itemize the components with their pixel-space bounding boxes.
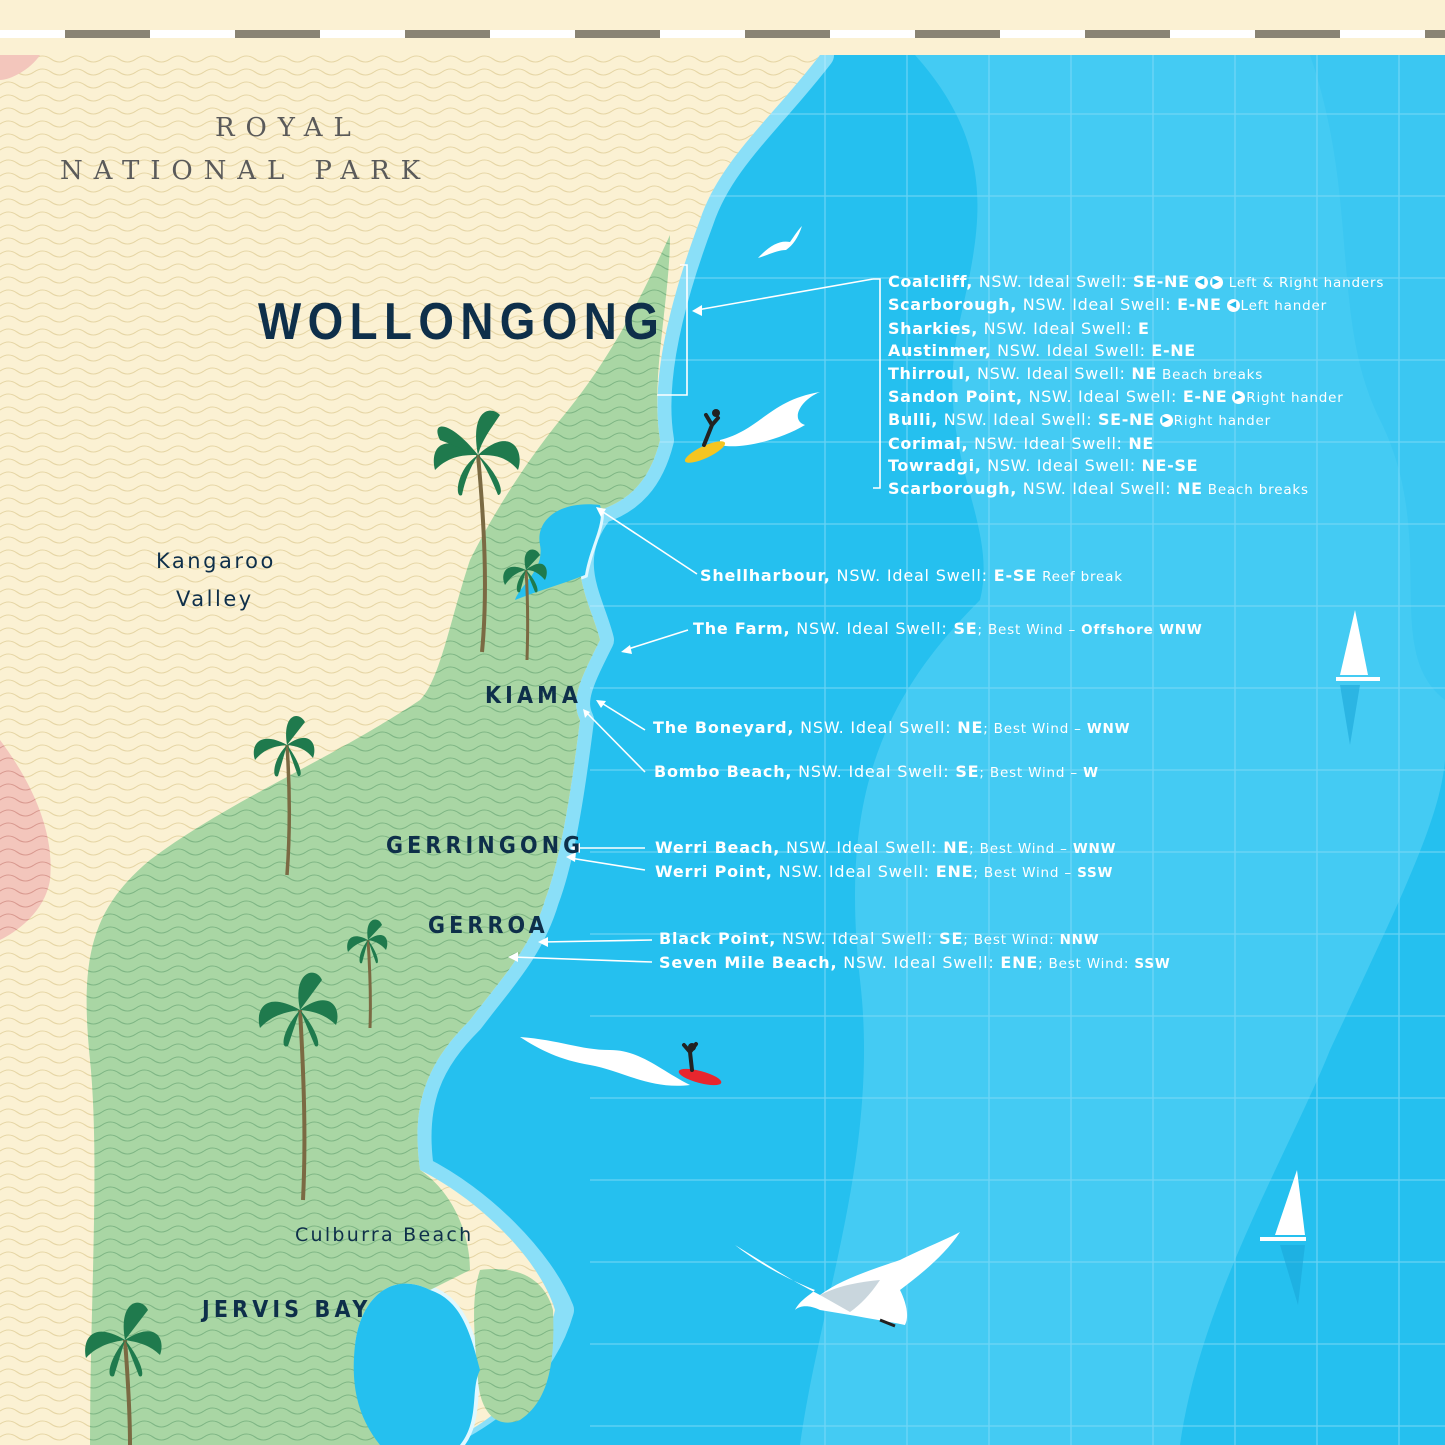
spot-note: Beach breaks xyxy=(1156,366,1264,383)
seagull-icon xyxy=(758,226,802,258)
spot-swell: E-NE xyxy=(1151,341,1196,361)
spot-swell: NE xyxy=(1131,363,1157,383)
spot-name: Sharkies, xyxy=(888,318,978,338)
spot-swell: NE-SE xyxy=(1141,456,1199,476)
pointer-arrowheads xyxy=(508,305,702,962)
spot-black-point: Black Point, NSW. Ideal Swell: SE; Best … xyxy=(659,929,1100,948)
surfer-icon xyxy=(520,1037,722,1086)
pointer-lines xyxy=(511,264,881,963)
sailboat-icon xyxy=(1260,1170,1306,1305)
spot-row: Austinmer, NSW. Ideal Swell: E-NE xyxy=(888,340,1384,362)
spot-note: Left hander xyxy=(1240,298,1327,315)
spot-swell: E-NE xyxy=(1182,387,1228,407)
spot-swell: E xyxy=(1138,318,1150,338)
spot-swell: SE-NE xyxy=(1133,272,1190,291)
spot-name: Corimal, xyxy=(888,433,969,453)
spot-swell: NE xyxy=(1128,433,1154,453)
top-border xyxy=(0,0,1445,55)
left-right-arrow-icons: ◀▶ xyxy=(1194,272,1224,291)
spot-row: Towradgi, NSW. Ideal Swell: NE-SE xyxy=(888,455,1384,477)
spot-detail: NSW. Ideal Swell: xyxy=(991,341,1152,361)
spot-note: Right hander xyxy=(1246,390,1344,407)
spot-row: Thirroul, NSW. Ideal Swell: NE Beach bre… xyxy=(888,363,1384,386)
spot-the-farm: The Farm, NSW. Ideal Swell: SE; Best Win… xyxy=(693,619,1203,638)
spot-shellharbour: Shellharbour, NSW. Ideal Swell: E-SE Ree… xyxy=(700,566,1123,585)
spot-bombo-beach: Bombo Beach, NSW. Ideal Swell: SE; Best … xyxy=(654,762,1099,781)
spot-row: Scarborough, NSW. Ideal Swell: NE Beach … xyxy=(888,478,1384,501)
pink-zone-top xyxy=(0,55,40,80)
spot-detail: NSW. Ideal Swell: xyxy=(977,318,1138,338)
spot-detail: NSW. Ideal Swell: xyxy=(971,363,1132,383)
kiama-label: KIAMA xyxy=(485,683,583,709)
national-park-label: NATIONAL PARK xyxy=(60,156,431,186)
culburra-label: Culburra Beach xyxy=(295,1224,474,1246)
palm-tree-icon xyxy=(433,410,520,653)
spot-note: Right hander xyxy=(1173,413,1272,430)
spot-swell: E-NE xyxy=(1177,295,1222,315)
spot-swell: SE-NE xyxy=(1098,410,1155,430)
sailboat-icon xyxy=(1336,610,1380,745)
spot-detail: NSW. Ideal Swell: xyxy=(981,456,1142,476)
right-arrow-icon: ▶ xyxy=(1159,410,1174,429)
palm-tree-icon xyxy=(347,919,388,1029)
spot-detail: NSW. Ideal Swell: xyxy=(937,410,1099,430)
spot-row: Coalcliff, NSW. Ideal Swell: SE-NE◀▶ Lef… xyxy=(888,271,1384,294)
royal-label: ROYAL xyxy=(215,113,362,143)
palm-tree-icon xyxy=(258,972,338,1201)
spot-row: Scarborough, NSW. Ideal Swell: E-NE◀Left… xyxy=(888,294,1384,317)
spot-detail: NSW. Ideal Swell: xyxy=(968,433,1129,453)
valley-label: Valley xyxy=(176,587,254,611)
spot-name: Sandon Point, xyxy=(888,387,1023,407)
spot-detail: NSW. Ideal Swell: xyxy=(973,272,1134,291)
spot-row: Sandon Point, NSW. Ideal Swell: E-NE▶Rig… xyxy=(888,386,1384,409)
gerroa-label: GERROA xyxy=(428,913,549,939)
spot-werri-point: Werri Point, NSW. Ideal Swell: ENE; Best… xyxy=(655,862,1114,881)
kangaroo-label: Kangaroo xyxy=(156,549,276,573)
palm-tree-icon xyxy=(85,1302,162,1445)
spot-row: Bulli, NSW. Ideal Swell: SE-NE▶Right han… xyxy=(888,409,1384,432)
seagull-icon xyxy=(735,1232,960,1328)
gerringong-label: GERRINGONG xyxy=(386,833,585,859)
palm-tree-icon xyxy=(253,715,315,876)
spot-row: Sharkies, NSW. Ideal Swell: E xyxy=(888,318,1384,340)
spot-detail: NSW. Ideal Swell: xyxy=(1017,478,1178,498)
spot-the-boneyard: The Boneyard, NSW. Ideal Swell: NE; Best… xyxy=(653,718,1131,737)
right-arrow-icon: ▶ xyxy=(1231,387,1246,406)
city-label: WOLLONGONG xyxy=(258,293,666,351)
spot-note: Beach breaks xyxy=(1202,481,1309,498)
spot-name: Thirroul, xyxy=(888,363,972,383)
spot-name: Towradgi, xyxy=(888,456,982,476)
spot-detail: NSW. Ideal Swell: xyxy=(1017,295,1178,315)
spot-name: Coalcliff, xyxy=(888,272,973,291)
spot-name: Austinmer, xyxy=(888,341,992,361)
spot-note: Left & Right handers xyxy=(1223,275,1385,291)
spot-detail: NSW. Ideal Swell: xyxy=(1022,387,1183,407)
surfer-icon xyxy=(684,392,820,463)
spot-name: Bulli, xyxy=(888,410,938,430)
northern-spots-list: Coalcliff, NSW. Ideal Swell: SE-NE◀▶ Lef… xyxy=(888,271,1384,501)
left-arrow-icon: ◀ xyxy=(1226,295,1241,314)
spot-swell: NE xyxy=(1177,478,1203,498)
spot-seven-mile-beach: Seven Mile Beach, NSW. Ideal Swell: ENE;… xyxy=(659,953,1171,972)
palm-tree-icon xyxy=(503,549,547,661)
spot-name: Scarborough, xyxy=(888,295,1018,315)
spot-name: Scarborough, xyxy=(888,478,1018,498)
spot-werri-beach: Werri Beach, NSW. Ideal Swell: NE; Best … xyxy=(655,838,1117,857)
jervis-bay-label: JERVIS BAY xyxy=(202,1297,372,1323)
spot-row: Corimal, NSW. Ideal Swell: NE xyxy=(888,433,1384,455)
